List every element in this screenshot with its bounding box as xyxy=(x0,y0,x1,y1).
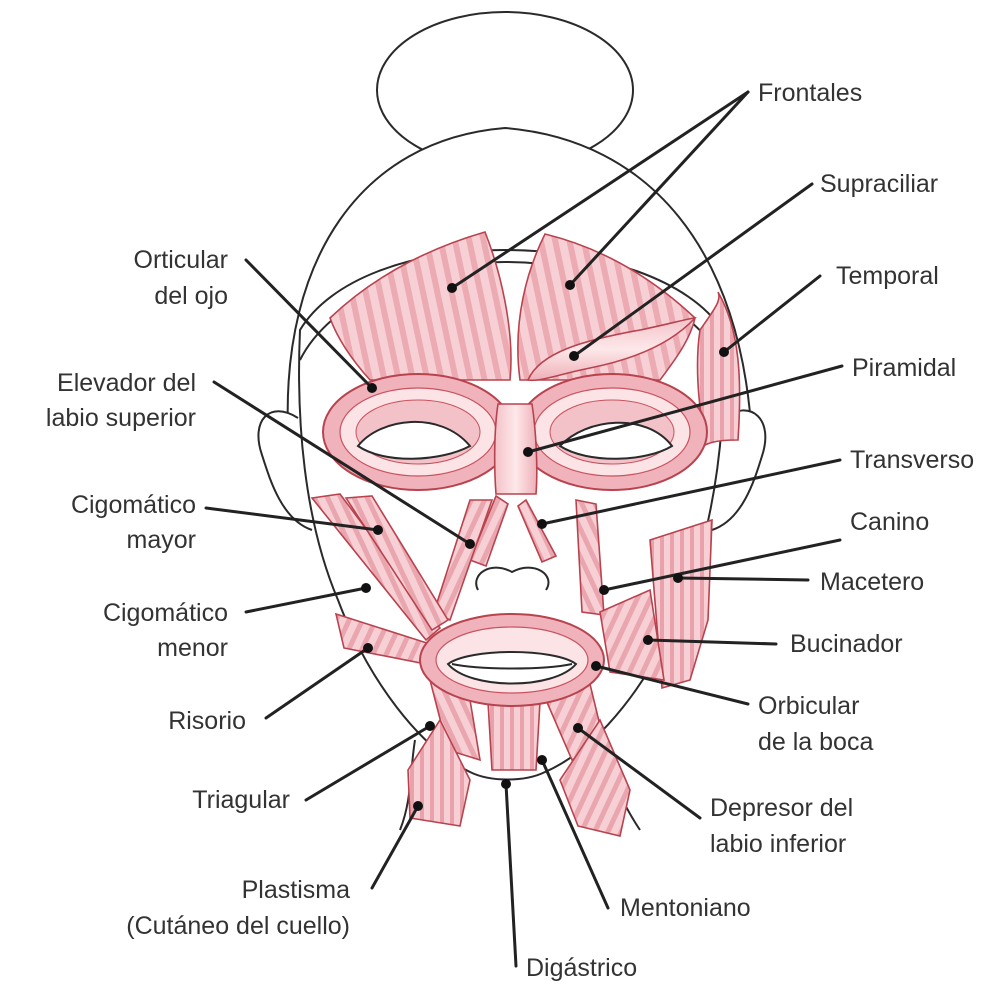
label-orbicular-boca-line2: de la boca xyxy=(758,728,873,756)
label-transverso: Transverso xyxy=(850,446,974,474)
muscle-orbicular-ojo-left xyxy=(323,374,513,490)
label-cigomatico-menor-line1: Cigomático xyxy=(103,599,228,627)
label-orticular-line1: Orticular xyxy=(134,246,228,274)
label-risorio: Risorio xyxy=(168,707,246,735)
label-cigomatico-menor-line2: menor xyxy=(157,634,228,662)
muscle-mentoniano xyxy=(488,702,540,770)
label-macetero: Macetero xyxy=(820,568,924,596)
label-triagular: Triagular xyxy=(192,786,290,814)
label-plastisma-line2: (Cutáneo del cuello) xyxy=(126,912,350,940)
label-mentoniano: Mentoniano xyxy=(620,894,751,922)
label-bucinador: Bucinador xyxy=(790,630,903,658)
label-elevador-line1: Elevador del xyxy=(57,369,196,397)
muscle-orbicular-boca xyxy=(420,614,604,706)
label-cigomatico-mayor-line2: mayor xyxy=(127,526,196,554)
label-frontales: Frontales xyxy=(758,79,862,107)
muscle-orbicular-ojo-right xyxy=(517,374,707,490)
label-supraciliar: Supraciliar xyxy=(820,170,938,198)
label-canino: Canino xyxy=(850,508,929,536)
label-orticular-line2: del ojo xyxy=(154,282,228,310)
label-plastisma-line1: Plastisma xyxy=(242,876,350,904)
label-cigomatico-mayor-line1: Cigomático xyxy=(71,491,196,519)
label-elevador-line2: labio superior xyxy=(46,404,196,432)
label-temporal: Temporal xyxy=(836,262,939,290)
label-depresor-line1: Depresor del xyxy=(710,794,853,822)
label-orbicular-boca-line1: Orbicular xyxy=(758,692,859,720)
label-depresor-line2: labio inferior xyxy=(710,830,846,858)
label-digastrico: Digástrico xyxy=(526,954,637,982)
label-piramidal: Piramidal xyxy=(852,354,956,382)
